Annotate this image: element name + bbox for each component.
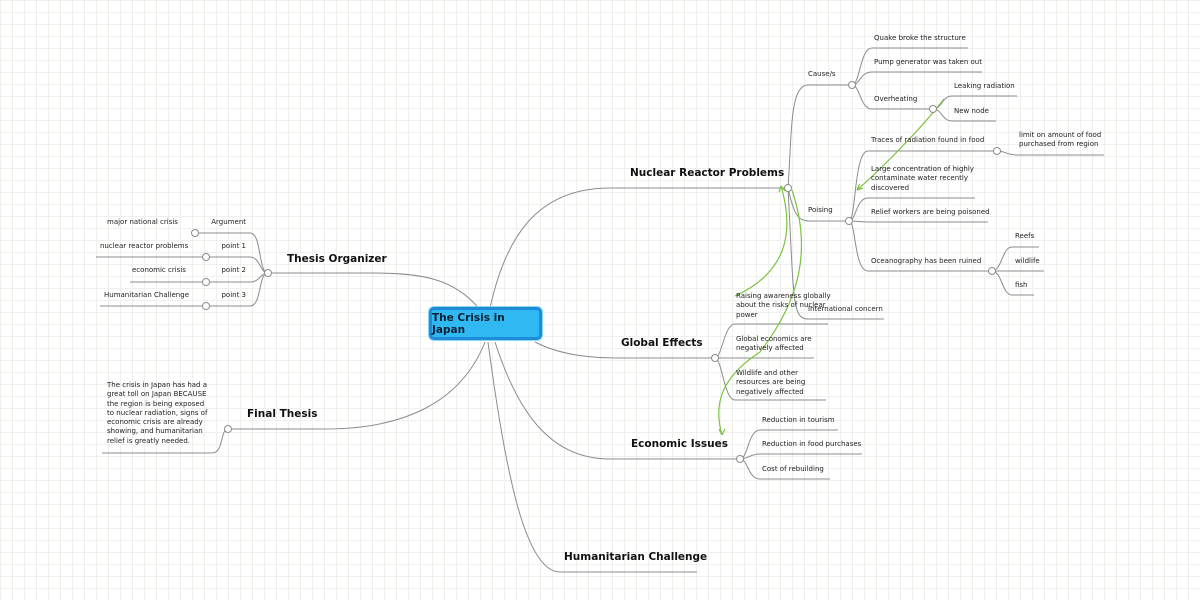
topic-reduction-tourism[interactable]: Reduction in tourism	[762, 416, 835, 424]
topic-raising-awareness[interactable]: Raising awareness globally about the ris…	[736, 292, 831, 319]
thesis-row-tag[interactable]: point 3	[221, 291, 246, 299]
branch-global-effects[interactable]: Global Effects	[621, 337, 703, 349]
thesis-row-tag[interactable]: Argument	[211, 218, 246, 226]
topic-overheating[interactable]: Overheating	[874, 95, 918, 103]
topic-limit-food[interactable]: limit on amount of food purchased from r…	[1019, 131, 1102, 149]
thesis-row-text[interactable]: nuclear reactor problems	[100, 242, 189, 250]
topic-cost-rebuilding[interactable]: Cost of rebuilding	[762, 465, 824, 473]
thesis-row-text[interactable]: major national crisis	[107, 218, 178, 226]
root-topic-label: The Crisis in Japan	[432, 311, 505, 336]
branch-final-thesis[interactable]: Final Thesis	[247, 408, 318, 420]
topic-causes[interactable]: Cause/s	[808, 70, 836, 78]
connector-nodes	[191, 81, 1001, 463]
topic-wildlife[interactable]: wildlife	[1015, 257, 1040, 265]
branch-nuclear-reactor-problems[interactable]: Nuclear Reactor Problems	[630, 167, 785, 179]
topic-relief-workers[interactable]: Relief workers are being poisoned	[871, 208, 990, 216]
topic-quake[interactable]: Quake broke the structure	[874, 34, 966, 42]
topic-international-concern[interactable]: International concern	[808, 305, 883, 313]
topic-oceanography[interactable]: Oceanography has been ruined	[871, 257, 982, 265]
branch-humanitarian-challenge[interactable]: Humanitarian Challenge	[564, 551, 708, 563]
thesis-row-tag[interactable]: point 2	[221, 266, 246, 274]
root-topic[interactable]: The Crisis in Japan	[429, 307, 542, 340]
topic-traces-radiation[interactable]: Traces of radiation found in food	[871, 136, 985, 144]
topic-contaminated-water[interactable]: Large concentration of highly contaminat…	[871, 165, 974, 192]
branch-economic-issues[interactable]: Economic Issues	[631, 438, 728, 450]
thesis-row-tag[interactable]: point 1	[221, 242, 246, 250]
topic-pump[interactable]: Pump generator was taken out	[874, 58, 982, 66]
topic-wildlife-resources[interactable]: Wildlife and other resources are being n…	[736, 369, 806, 396]
topic-global-economics[interactable]: Global economics are negatively affected	[736, 335, 812, 353]
thesis-row-text[interactable]: Humanitarian Challenge	[104, 291, 189, 299]
topic-reduction-food[interactable]: Reduction in food purchases	[762, 440, 862, 448]
topic-fish[interactable]: fish	[1015, 281, 1028, 289]
branch-thesis-organizer[interactable]: Thesis Organizer	[287, 253, 387, 265]
topic-new-node[interactable]: New node	[954, 107, 989, 115]
branch-lines	[96, 47, 1104, 573]
topic-poising[interactable]: Poising	[808, 206, 833, 214]
thesis-row-text[interactable]: economic crisis	[132, 266, 186, 274]
final-thesis-text[interactable]: The crisis in Japan has had a great toll…	[107, 381, 208, 445]
topic-reefs[interactable]: Reefs	[1015, 232, 1035, 240]
topic-leaking-radiation[interactable]: Leaking radiation	[954, 82, 1015, 90]
